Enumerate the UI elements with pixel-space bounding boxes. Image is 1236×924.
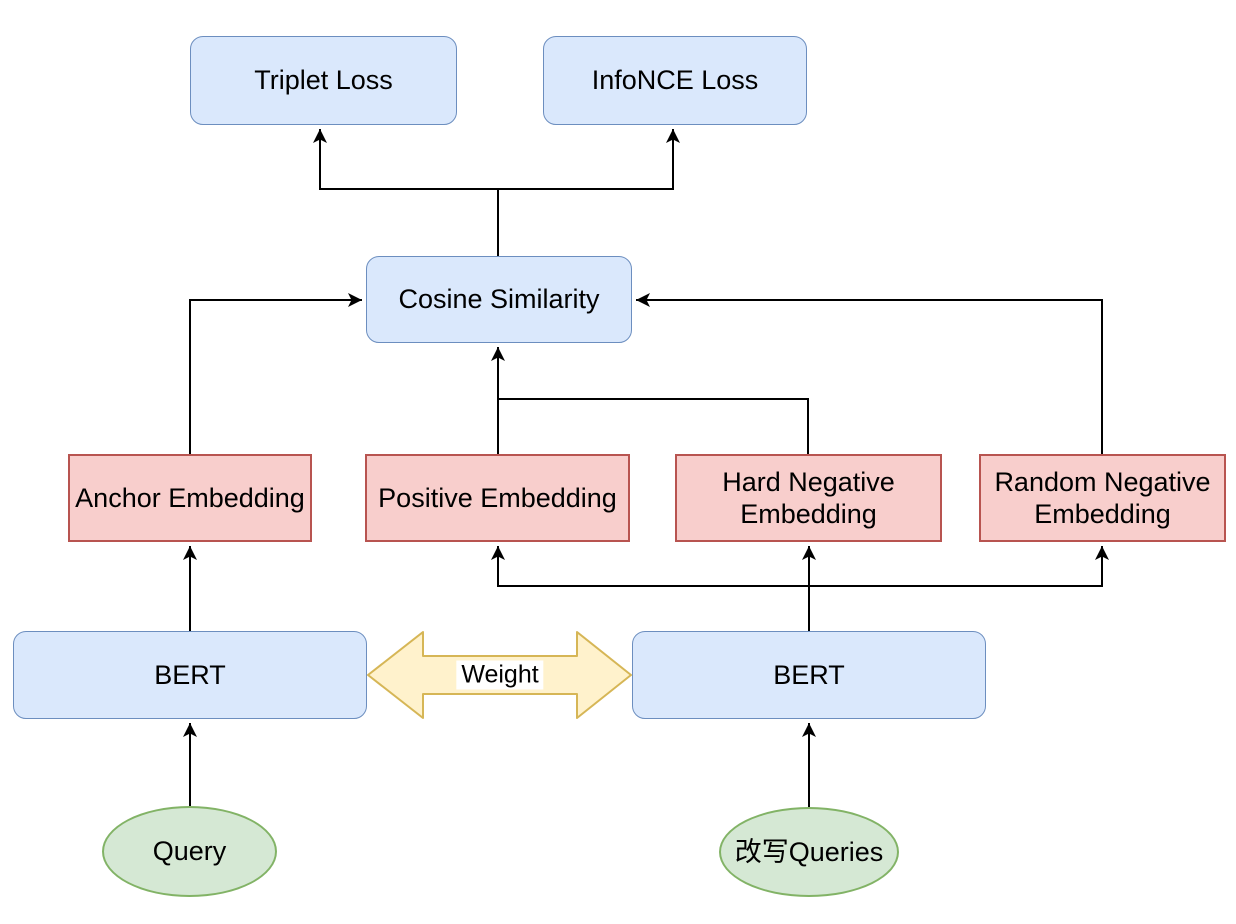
node-bert-right: BERT: [632, 631, 986, 719]
node-bert-left: BERT: [13, 631, 367, 719]
node-rewritten-queries-label: 改写Queries: [734, 836, 884, 867]
node-infonce-loss-label: InfoNCE Loss: [591, 65, 759, 96]
node-query: Query: [102, 806, 277, 897]
node-random-negative-embedding-label: Random Negative Embedding: [994, 466, 1211, 529]
node-hard-negative-embedding: Hard Negative Embedding: [675, 454, 942, 542]
node-rewritten-queries: 改写Queries: [719, 807, 899, 897]
edge-cosine-to-triplet-loss: [313, 129, 499, 256]
edge-hard-negative-join: [498, 398, 809, 454]
edge-cosine-to-infonce-loss: [497, 129, 680, 256]
edge-bert-right-to-random-negative: [809, 546, 1109, 587]
node-bert-left-label: BERT: [154, 659, 226, 690]
edge-anchor-to-cosine: [189, 293, 362, 454]
node-random-negative-embedding: Random Negative Embedding: [979, 454, 1226, 542]
node-cosine-similarity: Cosine Similarity: [366, 256, 632, 343]
node-hard-negative-embedding-label: Hard Negative Embedding: [722, 466, 895, 529]
node-infonce-loss: InfoNCE Loss: [543, 36, 807, 125]
node-positive-embedding: Positive Embedding: [365, 454, 630, 542]
edge-random-negative-to-cosine: [636, 293, 1103, 454]
edge-bert-right-to-positive: [491, 546, 809, 587]
node-triplet-loss-label: Triplet Loss: [254, 65, 393, 96]
node-positive-embedding-label: Positive Embedding: [378, 482, 617, 513]
node-cosine-similarity-label: Cosine Similarity: [398, 284, 600, 315]
node-triplet-loss: Triplet Loss: [190, 36, 457, 125]
node-query-label: Query: [152, 836, 227, 867]
weight-edge-label: Weight: [456, 660, 544, 690]
node-bert-right-label: BERT: [773, 659, 845, 690]
node-anchor-embedding-label: Anchor Embedding: [75, 482, 305, 513]
node-anchor-embedding: Anchor Embedding: [68, 454, 312, 542]
